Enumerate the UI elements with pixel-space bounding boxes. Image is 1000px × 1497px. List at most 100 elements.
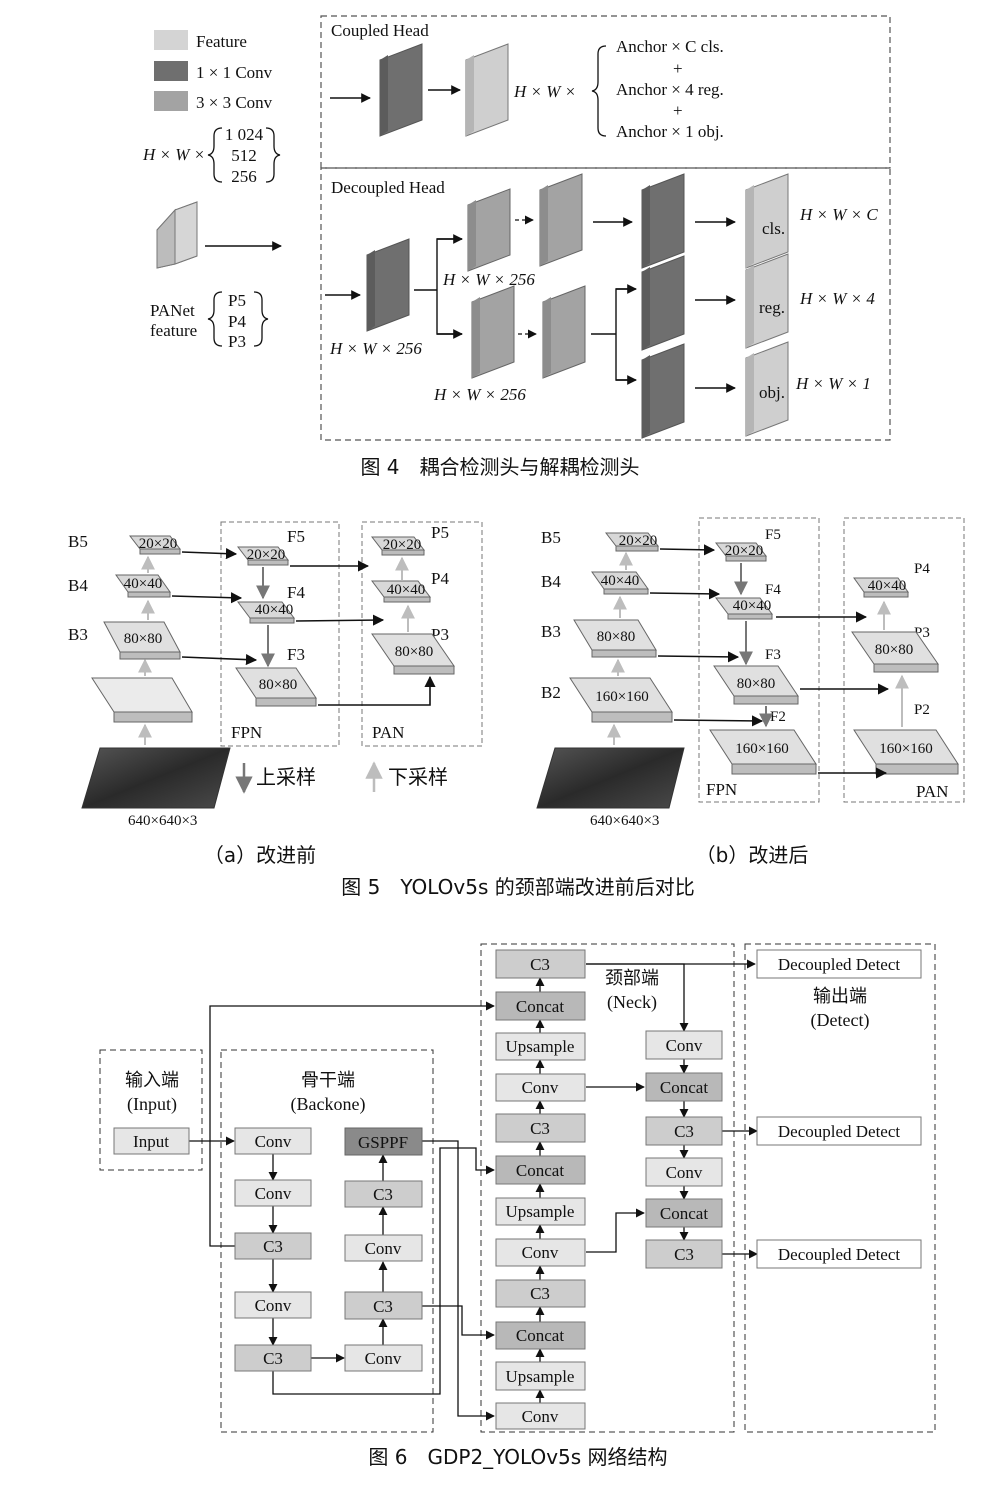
decoupled-cls-output: [745, 173, 789, 269]
svg-text:Upsample: Upsample: [506, 1202, 575, 1221]
decoupled-stem-block: [366, 238, 410, 332]
svg-text:Upsample: Upsample: [506, 1037, 575, 1056]
svg-text:Conv: Conv: [255, 1132, 292, 1151]
fig5b-plate-p3: [851, 631, 939, 673]
svg-text:Conv: Conv: [365, 1349, 402, 1368]
fig6-neck-title: 颈部端: [605, 968, 659, 989]
fig6-detect-title-en: (Detect): [811, 1010, 870, 1031]
decoupled-obj-label: obj.: [759, 383, 785, 402]
fig5b-plate-p2: [853, 729, 959, 775]
fig5a-lateral-b3-f3: [181, 653, 258, 666]
fig5a-plate-b4: [115, 574, 171, 598]
decoupled-reg-label: reg.: [759, 298, 785, 317]
fig6-backbone-right-4: Conv: [344, 1344, 423, 1372]
svg-text:Concat: Concat: [660, 1078, 708, 1097]
panet-feature-label: feature: [150, 321, 197, 340]
svg-text:C3: C3: [263, 1349, 283, 1368]
fig5a-pan-label: PAN: [372, 723, 404, 742]
fig5b-fpn-box: [698, 517, 820, 803]
fig6-backbone-left-3: Conv: [234, 1291, 312, 1319]
panet-level-p4: P4: [228, 312, 246, 331]
decoupled-reg-dims: H × W × 4: [799, 289, 875, 308]
fig5a-fpn-box: [220, 521, 340, 747]
coupled-output-brace: [591, 45, 607, 137]
fig6-neck-concat-1: Concat: [495, 991, 586, 1021]
fig5b-pan-label: PAN: [916, 782, 948, 801]
fig6-detect-title: 输出端: [813, 986, 867, 1007]
svg-text:Concat: Concat: [660, 1204, 708, 1223]
fig5a-lateral-b4-f4: [171, 592, 243, 604]
fig5b-label-p4: P4: [914, 561, 930, 577]
decoupled-top-conv3-1: [467, 188, 511, 272]
fig6-input-title-en: (Input): [127, 1094, 177, 1115]
fig5a-plate-f4: [237, 601, 295, 624]
input-dim-1024: 1 024: [225, 125, 264, 144]
decoupled-bottom-conv3-1: [471, 285, 515, 379]
panet-level-p5: P5: [228, 291, 246, 310]
fig5b-f2-size: 160×160: [735, 741, 788, 757]
fig5b-lateral-b4-f4: [649, 588, 721, 600]
coupled-output-reg: Anchor × 4 reg.: [616, 80, 724, 99]
fig5b-plate-b3: [573, 619, 657, 658]
figure-4: Feature 1 × 1 Conv 3 × 3 Conv H × W × 1 …: [142, 15, 891, 479]
fig5b-label-b5: B5: [541, 528, 561, 547]
fig6-decoupled-detect-2: Decoupled Detect: [756, 1116, 922, 1146]
legend-swatch-conv3: [154, 91, 188, 111]
fig5a-label-b5: B5: [68, 532, 88, 551]
legend-conv3-label: 3 × 3 Conv: [196, 93, 273, 112]
svg-text:Decoupled Detect: Decoupled Detect: [778, 955, 901, 974]
fig6-backbone-gsppf: GSPPF: [344, 1127, 423, 1156]
figure-6: 输入端 (Input) 骨干端 (Backone) 颈部端 (Neck) 输出端…: [99, 943, 936, 1469]
svg-text:C3: C3: [530, 1284, 550, 1303]
figure-5b: B5 B4 B3 B2 640×640×3 160×160 80×80 40×4…: [536, 517, 965, 867]
fig6-backbone-right-3: C3: [344, 1291, 423, 1320]
fig5b-p4-size: 40×40: [868, 578, 906, 594]
fig5b-plate-f5: [714, 542, 768, 562]
svg-text:Decoupled Detect: Decoupled Detect: [778, 1122, 901, 1141]
fig5a-label-f5: F5: [287, 527, 305, 546]
fig6-backbone-right-2: Conv: [344, 1234, 423, 1262]
fig6-input-title: 输入端: [125, 1070, 179, 1091]
fig5b-lateral-b5-f5: [659, 544, 716, 556]
fig6-neck-col2-concat-1: Concat: [645, 1072, 723, 1102]
input-dims-brace-left: [207, 127, 223, 183]
fig5a-label-p5: P5: [431, 523, 449, 542]
fig5a-input-size: 640×640×3: [128, 813, 197, 829]
fig5b-plate-b2: [569, 677, 673, 723]
fig6-neck-col2-c3-1: C3: [645, 1116, 723, 1146]
decoupled-top-conv3-2: [539, 173, 583, 267]
coupled-output-obj: Anchor × 1 obj.: [616, 122, 724, 141]
svg-text:Upsample: Upsample: [506, 1367, 575, 1386]
fig4-caption: 图 4 耦合检测头与解耦检测头: [360, 455, 639, 479]
fig5a-lateral-b5-f5: [181, 548, 238, 560]
fig5b-plate-b5: [604, 532, 660, 552]
fig6-neck-col2-conv-1: Conv: [645, 1030, 723, 1060]
fig5b-subcaption: （b）改进后: [696, 843, 809, 867]
fig5a-lateral-f3-p3: [318, 675, 436, 706]
fig6-input-box: Input: [113, 1127, 190, 1155]
coupled-output-cls: Anchor × C cls.: [616, 37, 724, 56]
fig5b-b5-size: 20×20: [619, 533, 657, 549]
fig6-backbone-left-1: Conv: [234, 1179, 312, 1207]
fig5b-label-f3: F3: [765, 647, 781, 663]
svg-text:Conv: Conv: [522, 1078, 559, 1097]
decoupled-bottom-conv3-2: [542, 285, 586, 379]
svg-text:Conv: Conv: [255, 1184, 292, 1203]
svg-text:Conv: Conv: [666, 1036, 703, 1055]
fig5a-fpn-label: FPN: [231, 723, 262, 742]
fig5b-input-image: [536, 747, 685, 809]
fig6-neck-conv-3: Conv: [495, 1402, 586, 1430]
fig5a-f5-size: 20×20: [247, 547, 285, 563]
fig5b-p2-size: 160×160: [879, 741, 932, 757]
svg-text:Conv: Conv: [666, 1163, 703, 1182]
svg-text:C3: C3: [373, 1297, 393, 1316]
fig5b-label-f5: F5: [765, 527, 781, 543]
fig5a-plate-p4: [371, 580, 431, 603]
fig5b-label-f2: F2: [770, 709, 786, 725]
panet-label: PANet: [150, 301, 195, 320]
decoupled-cls-dims: H × W × C: [799, 205, 878, 224]
fig5b-plate-p4: [853, 577, 909, 598]
fig6-backbone-title: 骨干端: [301, 1070, 355, 1091]
decoupled-cls-conv1: [641, 173, 685, 269]
fig5a-pan-box: [361, 521, 483, 747]
